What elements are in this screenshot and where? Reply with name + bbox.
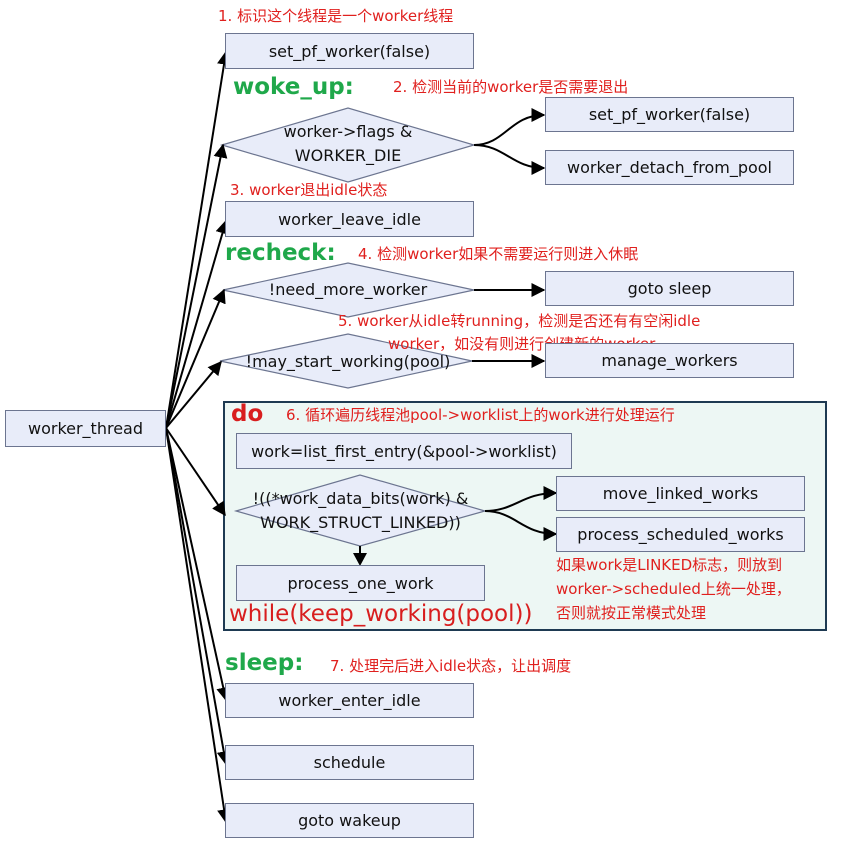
worker-detach-node: worker_detach_from_pool [545,150,794,185]
diamond-need-more-text: !need_more_worker [268,280,428,299]
diamond-flags-text: worker->flags & WORKER_DIE [248,120,448,168]
woke-up-label: woke_up: [233,74,354,100]
arrow-to-worker-leave-idle [165,219,230,429]
annotation-3: 3. worker退出idle状态 [230,181,388,199]
arrow-to-goto-wakeup [165,427,232,824]
recheck-label: recheck: [225,240,336,266]
goto-wakeup-node: goto wakeup [225,803,474,838]
arrow-to-diamond-may-start [165,360,222,429]
sleep-label: sleep: [225,650,304,676]
linked-note-line3: 否则就按正常模式处理 [556,604,707,622]
do-label: do [231,401,264,427]
arrow-to-schedule [165,427,231,766]
while-label: while(keep_working(pool)) [229,601,533,627]
annotation-6: 6. 循环遍历线程池pool->worklist上的work进行处理运行 [286,406,675,424]
work-first-entry-node: work=list_first_entry(&pool->worklist) [236,433,572,469]
diamond-linked-line2: WORK_STRUCT_LINKED)) [260,513,461,532]
arrow-linked-to-move [484,486,558,512]
arrow-to-do-panel [165,427,226,517]
arrow-linked-to-scheduled [484,510,558,541]
set-pf-worker-node-1: set_pf_worker(false) [225,33,474,69]
diamond-linked-text: !((*work_data_bits(work) & WORK_STRUCT_L… [236,487,485,535]
arrow-to-diamond-flags [165,143,228,429]
annotation-7: 7. 处理完后进入idle状态，让出调度 [330,657,572,675]
diamond-may-start-text: !may_start_working(pool) [245,352,451,371]
process-scheduled-works-node: process_scheduled_works [556,517,805,552]
diamond-linked-line1: !((*work_data_bits(work) & [252,489,469,508]
worker-enter-idle-node: worker_enter_idle [225,683,474,718]
diamond-flags-line1: worker->flags & [283,122,413,141]
arrow-to-diamond-need-more [165,288,226,429]
arrow-to-set-pf-worker [165,50,231,429]
arrow-flags-to-detach [473,144,546,175]
diamond-flags-line2: WORKER_DIE [294,146,402,165]
arrow-to-worker-enter-idle [165,427,231,702]
linked-note-line1: 如果work是LINKED标志，则放到 [556,556,783,574]
annotation-1: 1. 标识这个线程是一个worker线程 [218,7,454,25]
annotation-2: 2. 检测当前的worker是否需要退出 [393,78,629,96]
annotation-4: 4. 检测worker如果不需要运行则进入休眠 [358,245,639,263]
move-linked-works-node: move_linked_works [556,476,805,511]
worker-leave-idle-node: worker_leave_idle [225,201,474,237]
worker-thread-node: worker_thread [5,410,166,447]
schedule-node: schedule [225,745,474,780]
annotation-5-line1: 5. worker从idle转running，检测是否还有有空闲idle [338,312,701,330]
linked-note-line2: worker->scheduled上统一处理， [556,580,791,598]
manage-workers-node: manage_workers [545,343,794,378]
process-one-work-node: process_one_work [236,565,485,601]
goto-sleep-node: goto sleep [545,271,794,306]
set-pf-worker-node-2: set_pf_worker(false) [545,97,794,132]
arrow-flags-to-set-pf [473,108,546,146]
